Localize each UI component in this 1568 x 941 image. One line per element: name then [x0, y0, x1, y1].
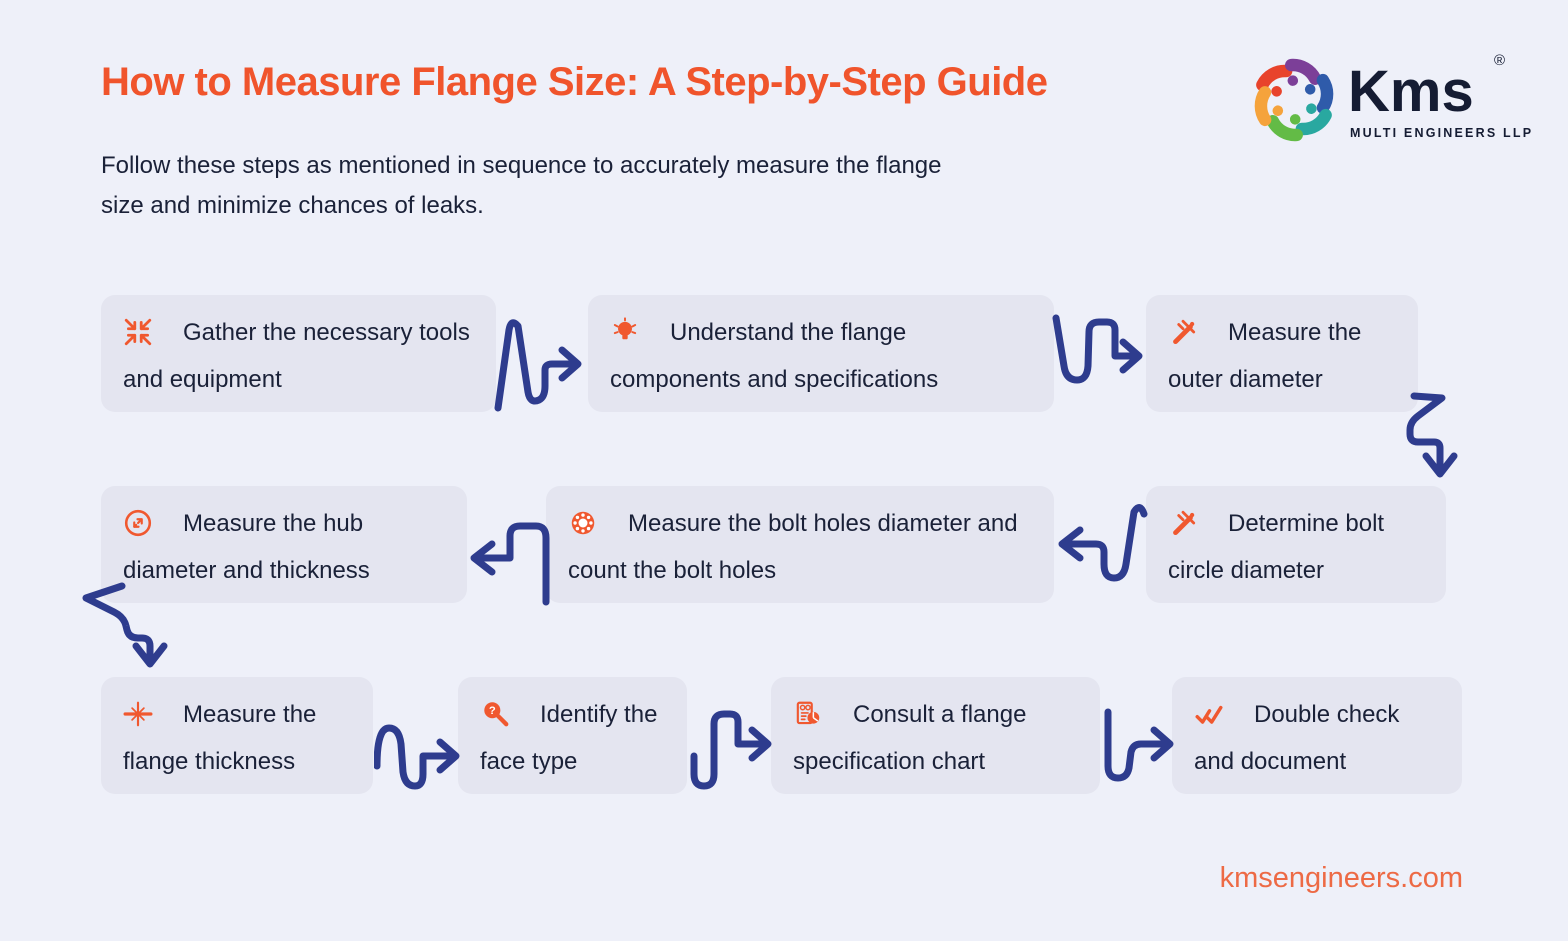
flange-ring-icon [568, 508, 598, 551]
step-card-9: Consult a flange specification chart [771, 677, 1100, 794]
step-card-10: Double check and document [1172, 677, 1462, 794]
step-label: Determine bolt circle diameter [1168, 510, 1385, 584]
step-card-6: Measure the hub diameter and thickness [101, 486, 467, 603]
connector-arrow-8 [690, 710, 772, 790]
spec-chart-icon [793, 699, 823, 742]
connector-arrow-5 [470, 522, 550, 606]
step-label: Measure the bolt holes diameter and coun… [568, 510, 1018, 584]
svg-text:?: ? [489, 705, 496, 717]
caliper-icon [1168, 317, 1198, 360]
step-card-3: Measure the outer diameter [1146, 295, 1418, 412]
step-label: Measure the outer diameter [1168, 319, 1362, 393]
connector-arrow-7 [374, 724, 460, 790]
kms-logo-swirl-icon [1246, 52, 1342, 153]
step-card-7: Measure the flange thickness [101, 677, 373, 794]
connector-arrow-4 [1058, 504, 1148, 582]
kms-logo-tagline: MULTI ENGINEERS LLP [1350, 126, 1534, 140]
connector-arrow-2 [1052, 314, 1143, 384]
magnifier-question-icon: ? [480, 699, 510, 742]
page-title: How to Measure Flange Size: A Step-by-St… [101, 60, 1048, 104]
lightbulb-icon [610, 317, 640, 360]
connector-arrow-3 [1406, 392, 1458, 478]
kms-logo-wordmark: Kms [1348, 59, 1474, 124]
step-label: Identify the face type [480, 701, 658, 775]
connector-arrow-9 [1104, 708, 1174, 782]
step-label: Gather the necessary tools and equipment [123, 319, 470, 393]
registered-trademark-symbol: ® [1494, 52, 1506, 69]
step-card-8: ? Identify the face type [458, 677, 687, 794]
step-label: Understand the flange components and spe… [610, 319, 939, 393]
step-label: Measure the flange thickness [123, 701, 317, 775]
step-label: Measure the hub diameter and thickness [123, 510, 370, 584]
collapse-arrows-icon [123, 317, 153, 360]
footer-website-link[interactable]: kmsengineers.com [1219, 862, 1463, 894]
caliper-icon [1168, 508, 1198, 551]
thickness-icon [123, 699, 153, 742]
step-label: Double check and document [1194, 701, 1400, 775]
step-card-1: Gather the necessary tools and equipment [101, 295, 496, 412]
step-label: Consult a flange specification chart [793, 701, 1027, 775]
connector-arrow-1 [494, 319, 582, 412]
step-card-2: Understand the flange components and spe… [588, 295, 1054, 412]
connector-arrow-6 [82, 582, 168, 668]
step-card-4: Determine bolt circle diameter [1146, 486, 1446, 603]
step-card-5: Measure the bolt holes diameter and coun… [546, 486, 1054, 603]
diameter-circle-icon [123, 508, 153, 551]
kms-logo: Kms ® MULTI ENGINEERS LLP [1246, 50, 1531, 160]
double-check-icon [1194, 699, 1224, 742]
page-subtitle: Follow these steps as mentioned in seque… [101, 152, 942, 219]
